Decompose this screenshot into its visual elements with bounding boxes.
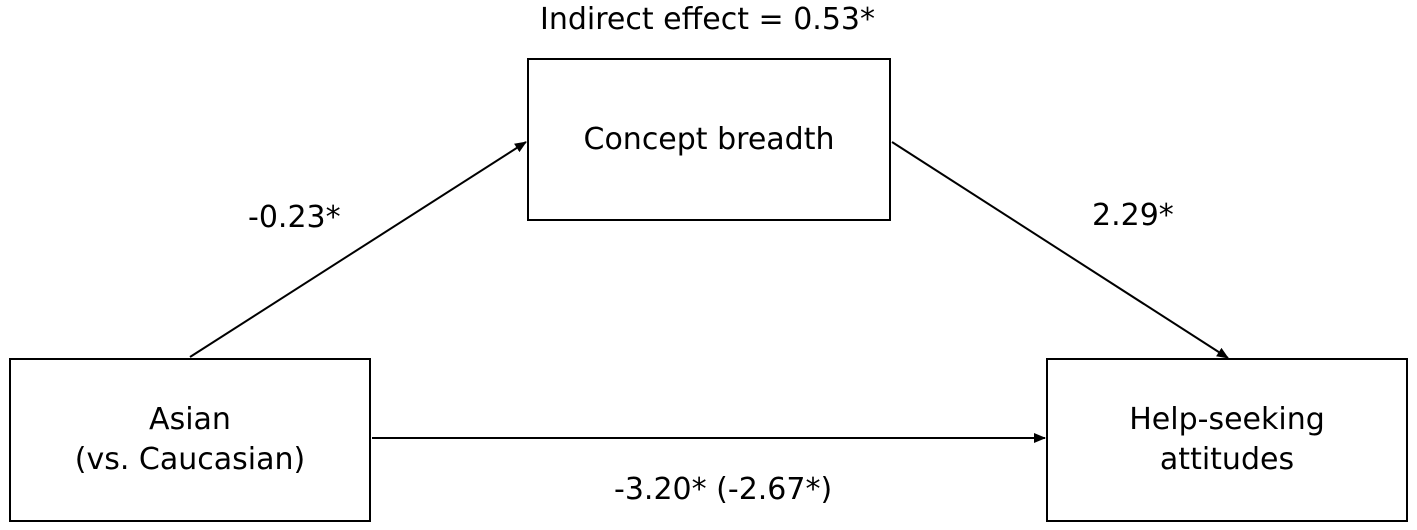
mediator-node-concept-breadth: Concept breadth [527, 58, 891, 221]
outcome-node-label-line2: attitudes [1159, 442, 1295, 477]
indirect-effect-label: Indirect effect = 0.53* [540, 2, 876, 37]
outcome-node-label-line1: Help-seeking [1129, 402, 1325, 437]
predictor-node-label-line2: (vs. Caucasian) [74, 442, 306, 477]
path-c-coefficient: -3.20* (-2.67*) [614, 472, 833, 507]
path-b-coefficient: 2.29* [1092, 198, 1174, 233]
path-a-coefficient: -0.23* [248, 200, 341, 235]
predictor-node-label-line1: Asian [149, 402, 231, 437]
path-b-arrow [891, 141, 1229, 359]
path-a-arrow [189, 141, 527, 358]
outcome-node-help-seeking-attitudes: Help-seeking attitudes [1046, 358, 1408, 522]
predictor-node-asian: Asian (vs. Caucasian) [9, 358, 371, 522]
mediator-node-label: Concept breadth [583, 121, 835, 157]
